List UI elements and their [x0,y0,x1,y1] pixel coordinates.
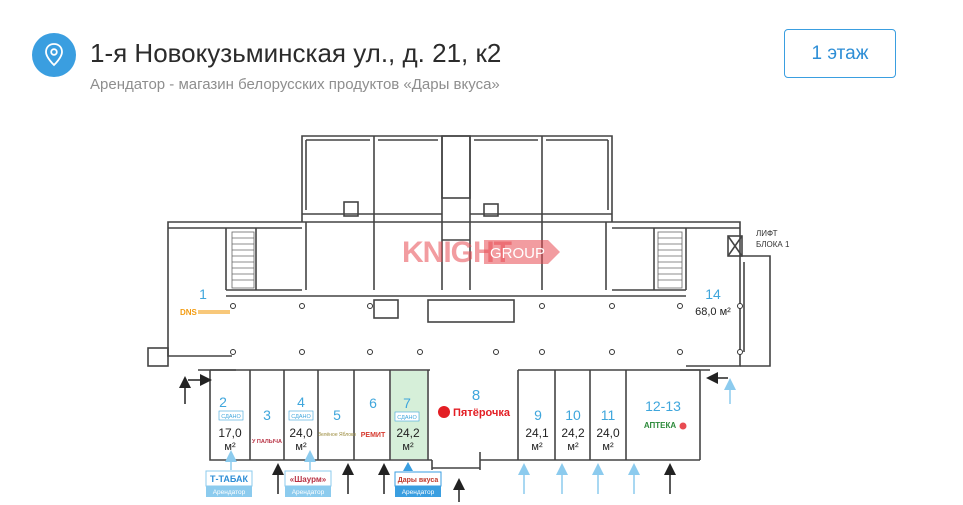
unit-8-brand: Пятёрочка [453,407,511,419]
structural-columns [230,303,743,355]
unit-7-status-badge [394,411,420,422]
unit-1-brand: DNS [180,308,198,317]
svg-text:Арендатор: Арендатор [402,489,435,496]
tenant-sign-tabak[interactable]: Т-ТАБАК Арендатор [205,470,253,497]
location-pin-icon [32,33,76,77]
unit-2-status-badge [218,410,244,421]
unit-2-area: 17,0 [218,426,242,440]
unit-4-unit: м² [295,441,307,453]
unit-2-status: СДАНО [221,414,241,420]
unit-7-unit: м² [402,441,414,453]
building-walls [147,135,771,470]
unit-12-13-number[interactable]: 12-13 [645,398,681,414]
unit-9-number[interactable]: 9 [534,407,542,423]
stairs-right [657,231,683,289]
svg-text:GROUP: GROUP [490,245,545,262]
lift-label-line1: ЛИФТ [756,229,778,238]
unit-4-area: 24,0 [289,426,313,440]
unit-10-number[interactable]: 10 [565,407,581,423]
selected-unit-indicator-icon [403,462,413,471]
unit-14-area: 68,0 м² [695,306,731,318]
tenant-sign-dary-vkusa[interactable]: Дары вкуса Арендатор [394,471,442,497]
dns-logo-bar [198,310,230,314]
unit-2-unit: м² [224,441,236,453]
tenant-sign-shaurma[interactable]: «Шаурм» Арендатор [284,470,332,497]
unit-6-number[interactable]: 6 [369,395,377,411]
entrance-arrows-dark [179,372,728,502]
svg-text:«Шаурм»: «Шаурм» [290,475,327,484]
svg-text:Дары вкуса: Дары вкуса [398,477,439,484]
floor-select-button[interactable]: 1 этаж [784,29,896,78]
unit-5-number[interactable]: 5 [333,407,341,423]
unit-2-number[interactable]: 2 [219,394,227,410]
unit-11-unit: м² [602,441,614,453]
unit-6-brand: РЕМИТ [361,432,386,439]
unit-8-number[interactable]: 8 [472,387,480,404]
apteka-logo-icon [679,422,687,430]
unit-3-number[interactable]: 3 [263,407,271,423]
unit-7-number[interactable]: 7 [403,395,411,411]
unit-10-area: 24,2 [561,426,585,440]
stairs-left [231,231,255,289]
unit-7-status: СДАНО [397,415,417,421]
page-subtitle: Арендатор - магазин белорусских продукто… [90,76,500,93]
knight-group-watermark: KNIGHT GROUP [402,236,560,269]
unit-11-number[interactable]: 11 [601,407,616,423]
svg-text:Арендатор: Арендатор [213,489,246,496]
unit-4-status: СДАНО [291,414,311,420]
entrance-arrows-light [225,378,736,494]
unit-10-unit: м² [567,441,579,453]
unit-1-number[interactable]: 1 [199,286,207,302]
unit-4-number[interactable]: 4 [297,394,305,410]
unit-3-brand: У ПАЛЫЧА [252,439,282,445]
svg-text:Арендатор: Арендатор [292,489,325,496]
unit-14-number[interactable]: 14 [705,286,721,302]
svg-text:Т-ТАБАК: Т-ТАБАК [210,474,249,484]
page-title: 1-я Новокузьминская ул., д. 21, к2 [90,38,502,68]
unit-5-brand: Зелёное Яблоко [318,432,356,438]
unit-12-13-brand: АПТЕКА [644,421,677,430]
unit-9-unit: м² [531,441,543,453]
unit-4-status-badge [288,410,314,421]
unit-11-area: 24,0 [596,426,620,440]
pyaterochka-logo-icon [438,406,450,418]
unit-9-area: 24,1 [525,426,549,440]
unit-7-area: 24,2 [396,426,420,440]
lift-label-line2: БЛОКА 1 [756,240,790,249]
